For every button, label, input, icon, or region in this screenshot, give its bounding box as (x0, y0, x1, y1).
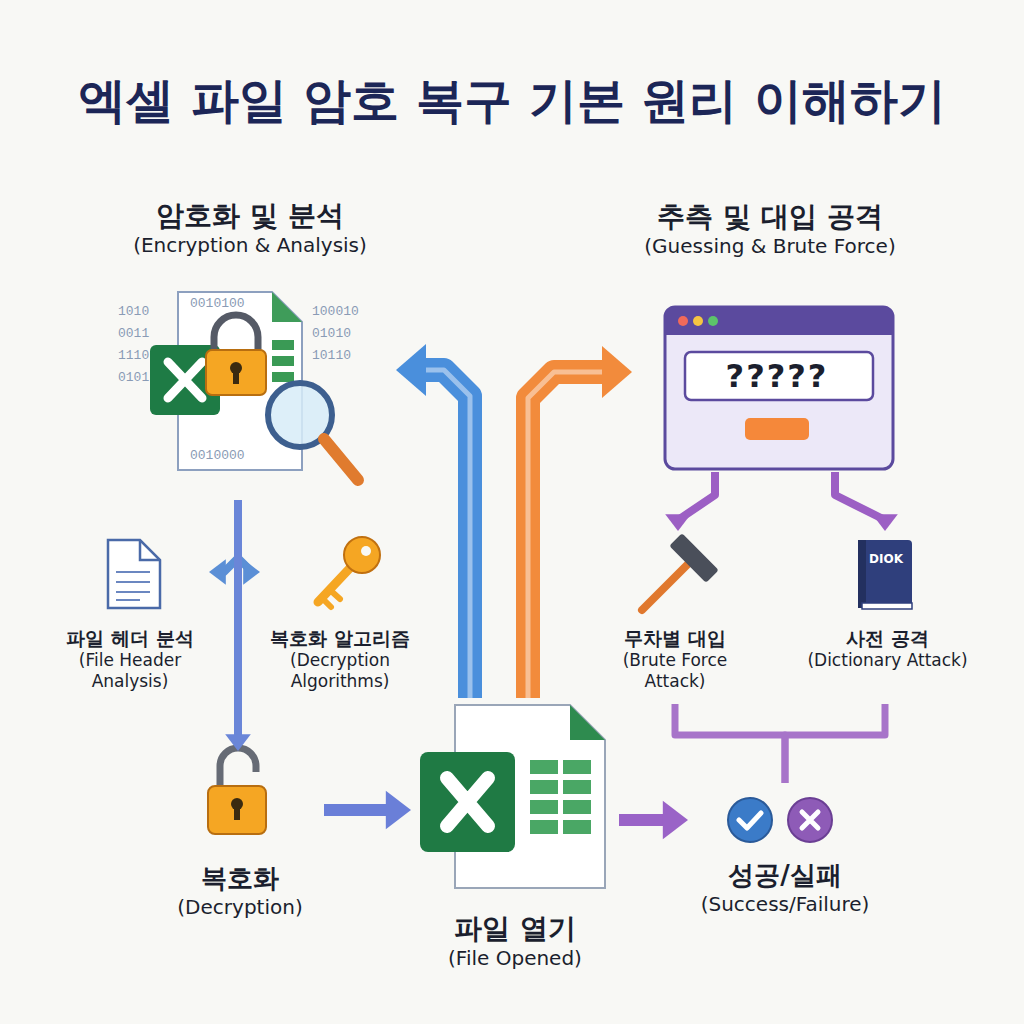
password-window (665, 307, 893, 469)
arrow-shaft (675, 704, 785, 783)
concept-node: 성공/실패(Success/Failure) (690, 785, 880, 940)
binary-digits: 1010 (118, 305, 149, 319)
book-icon (858, 540, 912, 609)
node-subtitle: (Brute Force Attack) (613, 650, 738, 691)
arrow-shaft (324, 804, 391, 816)
binary-digits: 0101 (118, 371, 149, 385)
concept-node: 무차별 대입(Brute Force Attack) (600, 535, 750, 700)
binary-digits: 01010 (312, 327, 351, 341)
concept-node: 복호화(Decryption) (160, 755, 320, 935)
flow-arrow (225, 500, 251, 751)
node-subtitle: (Success/Failure) (701, 892, 870, 916)
book-title: DIOK (860, 553, 912, 566)
binary-digits: 1110 (118, 349, 149, 363)
binary-digits: 0011 (118, 327, 149, 341)
node-subtitle: (Encryption & Analysis) (133, 233, 367, 257)
flow-arrow (835, 472, 898, 531)
node-heading: 암호화 및 분석 (156, 199, 344, 233)
key-icon (318, 537, 380, 607)
arrow-highlight (528, 372, 608, 698)
arrow-head (396, 344, 426, 396)
node-heading: 복호화 (201, 863, 279, 895)
concept-node: 복호화 알고리즘(Decryption Algorithms) (264, 535, 416, 700)
binary-digits: 10110 (312, 349, 351, 363)
node-subtitle: (Decryption Algorithms) (278, 650, 403, 691)
flow-arrow (785, 704, 885, 783)
concept-node: 파일 열기(File Opened) (415, 700, 615, 990)
arrow-head (665, 514, 691, 531)
password-field-text: ????? (683, 352, 871, 400)
arrow-highlight (420, 370, 470, 698)
hammer-icon (642, 533, 719, 610)
concept-node: 암호화 및 분석(Encryption & Analysis) (110, 195, 390, 500)
node-heading: 사전 공격 (846, 627, 929, 650)
flow-arrow (619, 801, 688, 839)
concept-node: 추측 및 대입 공격(Guessing & Brute Force)????? (638, 200, 902, 470)
node-heading: 추측 및 대입 공격 (657, 200, 882, 234)
arrow-shaft (785, 704, 885, 783)
document-icon (108, 540, 160, 608)
arrow-head (386, 791, 411, 829)
node-subtitle: (Decryption) (177, 895, 302, 919)
arrow-shaft (619, 814, 668, 826)
binary-digits: 100010 (312, 305, 359, 319)
node-heading: 복호화 알고리즘 (270, 627, 410, 650)
result-icons (728, 798, 832, 842)
unlocked-icon (208, 748, 266, 834)
node-heading: 파일 열기 (454, 912, 576, 946)
concept-node: 파일 헤더 분석(File Header Analysis) (55, 535, 205, 700)
binary-digits: 0010000 (190, 449, 245, 463)
flow-arrow (324, 791, 411, 829)
excel-file-icon (420, 705, 605, 888)
arrow-head (663, 801, 688, 839)
arrow-shaft (420, 370, 470, 698)
flow-arrow (665, 472, 715, 531)
arrow-shaft (234, 500, 242, 738)
node-subtitle: (File Opened) (448, 946, 582, 970)
encrypted-file-icon (150, 292, 358, 480)
arrow-shaft (528, 372, 608, 698)
node-heading: 성공/실패 (728, 860, 842, 892)
node-subtitle: (Guessing & Brute Force) (644, 234, 895, 258)
arrow-head (602, 346, 632, 398)
node-heading: 파일 헤더 분석 (66, 627, 193, 650)
node-heading: 무차별 대입 (624, 627, 726, 650)
arrow-shaft (678, 472, 715, 520)
arrow-head (225, 734, 251, 751)
arrow-head (872, 514, 898, 531)
node-subtitle: (Dictionary Attack) (807, 650, 967, 671)
flow-arrow (209, 500, 238, 585)
binary-digits: 0010100 (190, 297, 245, 311)
diagram-title: 엑셀 파일 암호 복구 기본 원리 이해하기 (12, 72, 1012, 130)
flow-arrow (675, 704, 785, 783)
arrow-head (243, 559, 260, 585)
node-subtitle: (File Header Analysis) (68, 650, 193, 691)
arrow-shaft (835, 472, 885, 520)
arrow-head (209, 559, 226, 585)
flow-arrow (528, 346, 632, 698)
